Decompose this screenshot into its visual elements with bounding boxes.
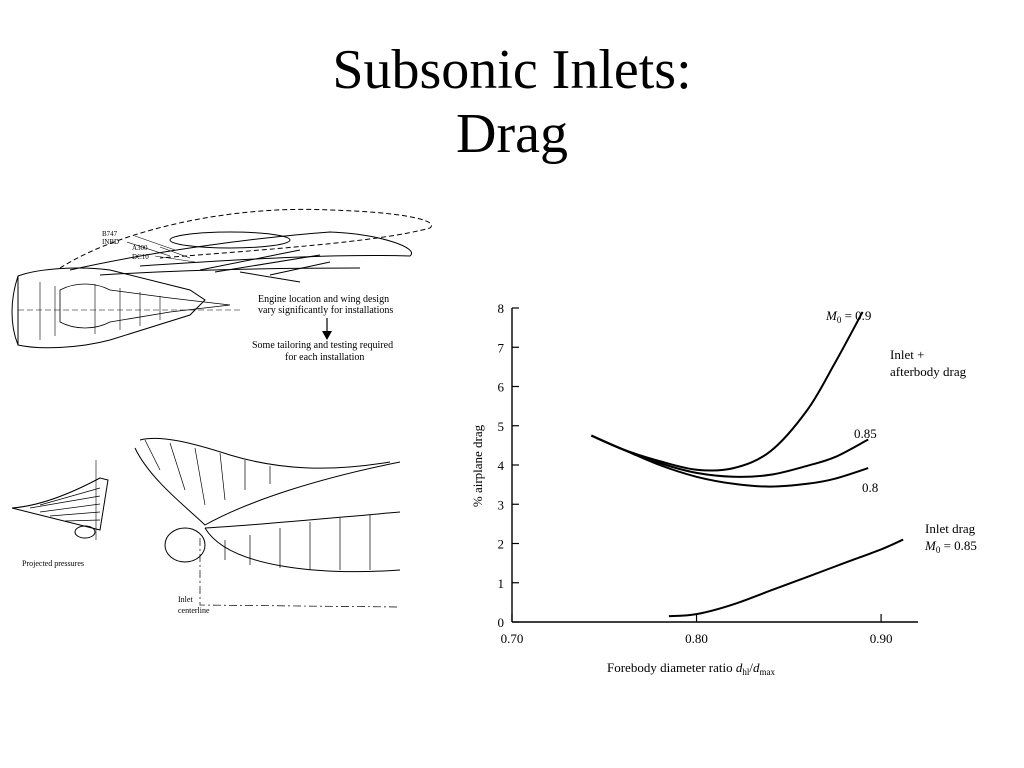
- engine-label-inbd: INBD: [102, 238, 119, 246]
- annotation-m09: M0 = 0.9: [825, 308, 871, 325]
- engine-installation-figure: [11, 208, 432, 349]
- annotation-m09-sub: 0: [837, 315, 842, 325]
- nacelle-lip: [11, 275, 19, 346]
- x-tick-label: 0.80: [685, 631, 708, 646]
- inlet-lip-ellipse: [164, 527, 206, 563]
- label-leaders: [126, 235, 196, 263]
- inlet-centerline-label-line2: centerline: [178, 606, 210, 615]
- xlabel-slash: /: [749, 660, 753, 675]
- annotation-inlet-sub: 0: [936, 545, 941, 555]
- annotation-inlet-line2: M0 = 0.85: [924, 538, 977, 555]
- down-arrow-icon: [322, 318, 332, 340]
- engine-label-b747: B747: [102, 230, 118, 238]
- wing-outline-dashed: [59, 208, 432, 269]
- xlabel-sub2: max: [760, 667, 776, 677]
- xlabel-sub1: hl: [742, 667, 750, 677]
- y-tick-label: 1: [498, 576, 505, 591]
- chart-axes: [511, 308, 918, 623]
- annotation-08: 0.8: [862, 480, 878, 495]
- engine-core: [59, 283, 231, 329]
- engine-label-dc10: DC10: [132, 253, 149, 261]
- y-tick-label: 4: [498, 458, 505, 473]
- chart-ylabel: % airplane drag: [470, 424, 485, 507]
- y-tick-label: 0: [498, 615, 505, 630]
- engine-label-a300: A300: [132, 244, 148, 252]
- y-tick-label: 7: [498, 340, 505, 355]
- projected-pressures-label: Projected pressures: [22, 559, 84, 568]
- chart-series: [590, 311, 904, 618]
- annotation-afterbody-line2: afterbody drag: [890, 364, 967, 379]
- projected-pressure-arrows: [29, 487, 101, 522]
- engine-fan-detail: [39, 282, 161, 340]
- annotation-inlet-line1: Inlet drag: [925, 521, 976, 536]
- lower-pressure-arrows: [224, 515, 371, 570]
- engine-note2-line2: for each installation: [285, 352, 364, 363]
- annotation-inlet-M: M: [924, 538, 937, 553]
- xlabel-main: Forebody diameter ratio: [607, 660, 736, 675]
- series-line-1: [590, 434, 869, 478]
- xlabel-d1: d: [736, 660, 743, 675]
- annotation-afterbody-line1: Inlet +: [890, 347, 924, 362]
- engine-note1-line2: vary significantly for installations: [258, 305, 393, 316]
- wing-outline-a: [69, 231, 413, 271]
- nacelle-outline: [17, 267, 206, 349]
- lower-surface: [204, 511, 401, 529]
- slide-title-line2: Drag: [456, 103, 568, 165]
- y-tick-label: 3: [498, 497, 505, 512]
- inlet-centerline: [199, 538, 401, 608]
- pressure-labels: Projected pressures Inlet centerline: [22, 559, 210, 615]
- y-tick-label: 5: [498, 419, 505, 434]
- annotation-m09-eq: = 0.9: [841, 308, 871, 323]
- xlabel-d2: d: [753, 660, 760, 675]
- y-tick-label: 6: [498, 380, 505, 395]
- pressure-figure: [11, 437, 401, 608]
- upper-pressure-envelope: [139, 437, 391, 469]
- y-tick-label: 2: [498, 537, 505, 552]
- inlet-centerline-label-line1: Inlet: [178, 595, 193, 604]
- engine-labels: B747 INBD A300 DC10 Engine location and …: [102, 230, 393, 363]
- engine-note2-line1: Some tailoring and testing required: [252, 340, 393, 351]
- annotation-085: 0.85: [854, 426, 877, 441]
- projected-pressure-outline: [11, 477, 109, 531]
- lower-pressure-envelope: [204, 527, 401, 573]
- nacelle-ring-top: [169, 231, 291, 249]
- x-tick-label: 0.70: [501, 631, 524, 646]
- annotation-m09-M: M: [825, 308, 838, 323]
- chart-xlabel: Forebody diameter ratio dhl/dmax: [607, 660, 776, 677]
- upper-pressure-arrows: [144, 439, 271, 506]
- x-tick-label: 0.90: [870, 631, 893, 646]
- series-line-3: [668, 538, 904, 618]
- slide-title: Subsonic Inlets: Drag: [0, 38, 1024, 166]
- projected-pressure-lip: [74, 525, 96, 539]
- upper-surface: [134, 447, 401, 526]
- pylon-lines: [199, 249, 331, 283]
- wing-outline-b: [99, 267, 361, 276]
- series-line-2: [590, 434, 869, 488]
- engine-note1-line1: Engine location and wing design: [258, 294, 389, 305]
- series-line-0: [590, 311, 864, 472]
- annotation-inlet-eq: = 0.85: [940, 538, 977, 553]
- slide-title-line1: Subsonic Inlets:: [332, 39, 692, 101]
- y-tick-label: 8: [498, 301, 505, 316]
